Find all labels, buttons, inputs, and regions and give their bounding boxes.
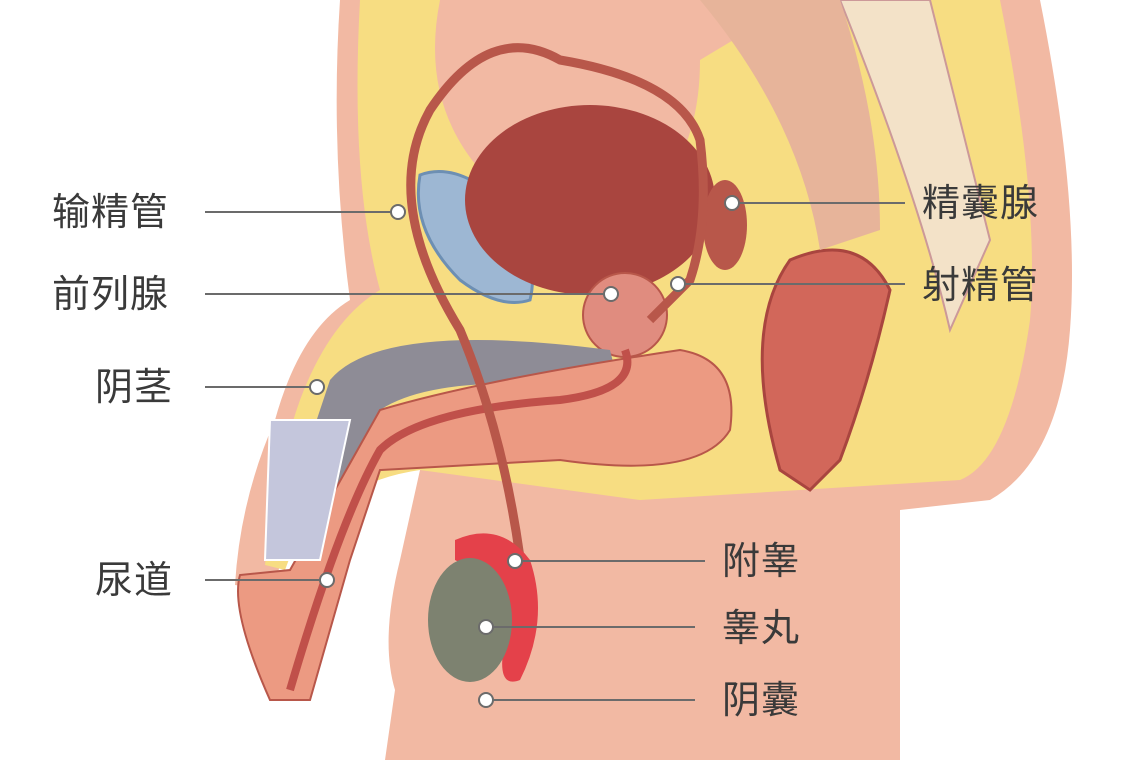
marker-penis (309, 379, 325, 395)
urethra-tube (286, 348, 632, 692)
colon (700, 0, 880, 250)
spine (838, 0, 992, 334)
marker-prostate (603, 286, 619, 302)
marker-vas-deferens (390, 204, 406, 220)
bladder (465, 105, 715, 295)
marker-urethra (319, 572, 335, 588)
label-testis: 睾丸 (722, 606, 801, 650)
testis-shape (428, 558, 512, 682)
marker-seminal-vesicle (724, 195, 740, 211)
marker-epididymis (507, 553, 523, 569)
vas-deferens-tube (406, 43, 708, 601)
label-epididymis: 附睾 (722, 539, 801, 583)
glans (263, 419, 352, 561)
label-scrotum: 阴囊 (722, 678, 801, 722)
corpus-cavernosum (270, 340, 620, 560)
marker-ejaculatory-duct (670, 276, 686, 292)
marker-scrotum (478, 692, 494, 708)
label-ejaculatory-duct: 射精管 (922, 263, 1040, 307)
label-prostate: 前列腺 (52, 272, 170, 316)
label-seminal-vesicle: 精囊腺 (922, 181, 1040, 225)
label-vas-deferens: 输精管 (52, 190, 170, 234)
marker-testis (478, 619, 494, 635)
label-urethra: 尿道 (95, 558, 174, 602)
rectum (760, 248, 892, 492)
penis-shaft (237, 348, 733, 701)
label-penis: 阴茎 (95, 365, 174, 409)
